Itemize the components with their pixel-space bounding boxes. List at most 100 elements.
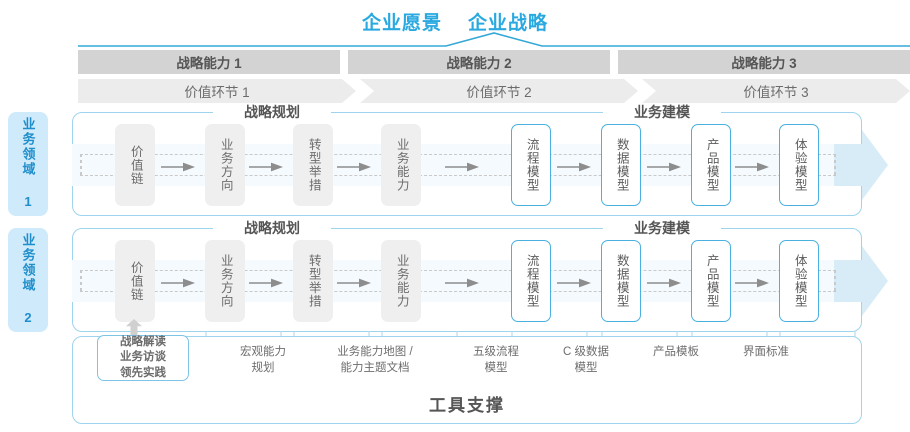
arrow-icon <box>557 278 591 288</box>
node-label: 转型举措 <box>306 254 321 308</box>
tool-first-line-3: 领先实践 <box>120 366 166 379</box>
node-product-model-1[interactable]: 产品模型 <box>691 124 731 206</box>
tool-label-line-2: 模型 <box>574 361 598 374</box>
capability-bar-3[interactable]: 战略能力 3 <box>618 50 910 74</box>
flow-dashed-track-2 <box>80 270 836 292</box>
section-title-planning-2: 战略规划 <box>244 220 300 236</box>
tool-item-c-level-data-model[interactable]: C 级数据 模型 <box>531 345 641 376</box>
domain-row-1: 战略规划 业务建模 价值链 业务方向 转型举措 业务能力 流程模型 数据模型 产… <box>72 104 888 216</box>
tool-first-line-1: 战略解读 <box>120 336 166 349</box>
node-experience-model-1[interactable]: 体验模型 <box>779 124 819 206</box>
flow-band-arrow-1 <box>834 130 888 200</box>
arrow-icon <box>161 162 195 172</box>
tool-item-ui-standard[interactable]: 界面标准 <box>711 345 821 361</box>
node-label: 业务方向 <box>218 254 233 308</box>
node-product-model-2[interactable]: 产品模型 <box>691 240 731 322</box>
enterprise-strategy-title: 企业战略 <box>468 12 549 34</box>
node-data-model-2[interactable]: 数据模型 <box>601 240 641 322</box>
node-transformation-measures-2[interactable]: 转型举措 <box>293 240 333 322</box>
node-label: 价值链 <box>128 144 143 186</box>
domain-tag-1[interactable]: 业务领域 1 <box>8 112 48 216</box>
tool-item-product-template[interactable]: 产品模板 <box>621 345 731 361</box>
node-label: 产品模型 <box>704 138 719 192</box>
flow-band-arrow-2 <box>834 246 888 316</box>
tool-label-line-1: 界面标准 <box>743 346 789 358</box>
node-business-capability-1[interactable]: 业务能力 <box>381 124 421 206</box>
value-chain-label-2: 价值环节 2 <box>466 85 532 100</box>
node-label: 业务能力 <box>394 138 409 192</box>
arrow-icon <box>647 162 681 172</box>
tool-item-strategy-interpretation[interactable]: 战略解读 业务访谈 领先实践 <box>97 335 189 381</box>
value-chain-segment-3[interactable]: 价值环节 3 <box>642 79 910 103</box>
arrow-icon <box>735 162 769 172</box>
section-gap-left-1 <box>213 104 331 122</box>
tool-label-line-1: 五级流程 <box>473 346 519 358</box>
vision-connector-line <box>78 32 910 47</box>
flow-dashed-track-1 <box>80 154 836 176</box>
flow-dash-cap-left-1 <box>80 154 82 176</box>
flow-dash-cap-right-2 <box>834 270 836 292</box>
tool-item-five-level-process-model[interactable]: 五级流程 模型 <box>441 345 551 376</box>
tool-first-line-2: 业务访谈 <box>120 351 166 364</box>
section-gap-left-2 <box>213 220 331 238</box>
node-label: 体验模型 <box>792 254 807 308</box>
tool-label-line-2: 模型 <box>484 361 508 374</box>
tool-support-container: 战略解读 业务访谈 领先实践 宏观能力 规划 业务能力地图 / 能力主题文档 五… <box>72 335 862 424</box>
value-chain-segment-2[interactable]: 价值环节 2 <box>360 79 638 103</box>
node-label: 业务方向 <box>218 138 233 192</box>
node-business-direction-2[interactable]: 业务方向 <box>205 240 245 322</box>
tool-label-line-2: 能力主题文档 <box>340 361 410 374</box>
node-label: 价值链 <box>128 260 143 302</box>
strategic-capability-bars: 战略能力 1 战略能力 2 战略能力 3 <box>78 50 910 74</box>
flow-dash-cap-right-1 <box>834 154 836 176</box>
arrow-icon <box>337 278 371 288</box>
node-label: 流程模型 <box>524 254 539 308</box>
tool-label-line-1: 业务能力地图 / <box>337 346 413 358</box>
section-gap-right-2 <box>603 220 721 238</box>
value-chain-band: 价值环节 1 价值环节 2 价值环节 3 <box>78 79 910 103</box>
tool-item-macro-capability-planning[interactable]: 宏观能力 规划 <box>208 345 318 376</box>
domain-row-2: 战略规划 业务建模 价值链 业务方向 转型举措 业务能力 流程模型 数据模型 产… <box>72 220 888 332</box>
arrow-icon <box>337 162 371 172</box>
node-business-direction-1[interactable]: 业务方向 <box>205 124 245 206</box>
tool-label-line-1: 宏观能力 <box>240 346 286 358</box>
arrow-icon <box>249 278 283 288</box>
domain-tag-2-label: 业务领域 2 <box>20 233 36 327</box>
node-process-model-2[interactable]: 流程模型 <box>511 240 551 322</box>
arrow-icon <box>161 278 195 288</box>
node-label: 产品模型 <box>704 254 719 308</box>
arrow-icon <box>445 278 479 288</box>
node-process-model-1[interactable]: 流程模型 <box>511 124 551 206</box>
node-label: 数据模型 <box>614 138 629 192</box>
node-value-chain-2[interactable]: 价值链 <box>115 240 155 322</box>
domain-tag-1-label: 业务领域 1 <box>20 117 36 211</box>
capability-bar-1[interactable]: 战略能力 1 <box>78 50 340 74</box>
domain-tag-2[interactable]: 业务领域 2 <box>8 228 48 332</box>
node-transformation-measures-1[interactable]: 转型举措 <box>293 124 333 206</box>
arrow-icon <box>445 162 479 172</box>
capability-bar-2[interactable]: 战略能力 2 <box>348 50 610 74</box>
node-label: 业务能力 <box>394 254 409 308</box>
arrow-icon <box>557 162 591 172</box>
tool-label-line-1: 产品模板 <box>653 346 699 358</box>
section-gap-right-1 <box>603 104 721 122</box>
node-label: 流程模型 <box>524 138 539 192</box>
node-data-model-1[interactable]: 数据模型 <box>601 124 641 206</box>
arrow-icon <box>249 162 283 172</box>
section-title-modeling-2: 业务建模 <box>634 220 690 236</box>
node-label: 转型举措 <box>306 138 321 192</box>
node-business-capability-2[interactable]: 业务能力 <box>381 240 421 322</box>
enterprise-vision-title: 企业愿景 <box>361 12 442 34</box>
tool-item-capability-map[interactable]: 业务能力地图 / 能力主题文档 <box>305 345 445 376</box>
arrow-icon <box>735 278 769 288</box>
value-chain-segment-1[interactable]: 价值环节 1 <box>78 79 356 103</box>
value-chain-label-3: 价值环节 3 <box>743 85 809 100</box>
tool-label-line-2: 规划 <box>251 361 275 374</box>
flow-dash-cap-left-2 <box>80 270 82 292</box>
tool-support-title: 工具支撑 <box>429 396 505 415</box>
node-experience-model-2[interactable]: 体验模型 <box>779 240 819 322</box>
node-value-chain-1[interactable]: 价值链 <box>115 124 155 206</box>
node-label: 体验模型 <box>792 138 807 192</box>
value-chain-label-1: 价值环节 1 <box>184 85 250 100</box>
